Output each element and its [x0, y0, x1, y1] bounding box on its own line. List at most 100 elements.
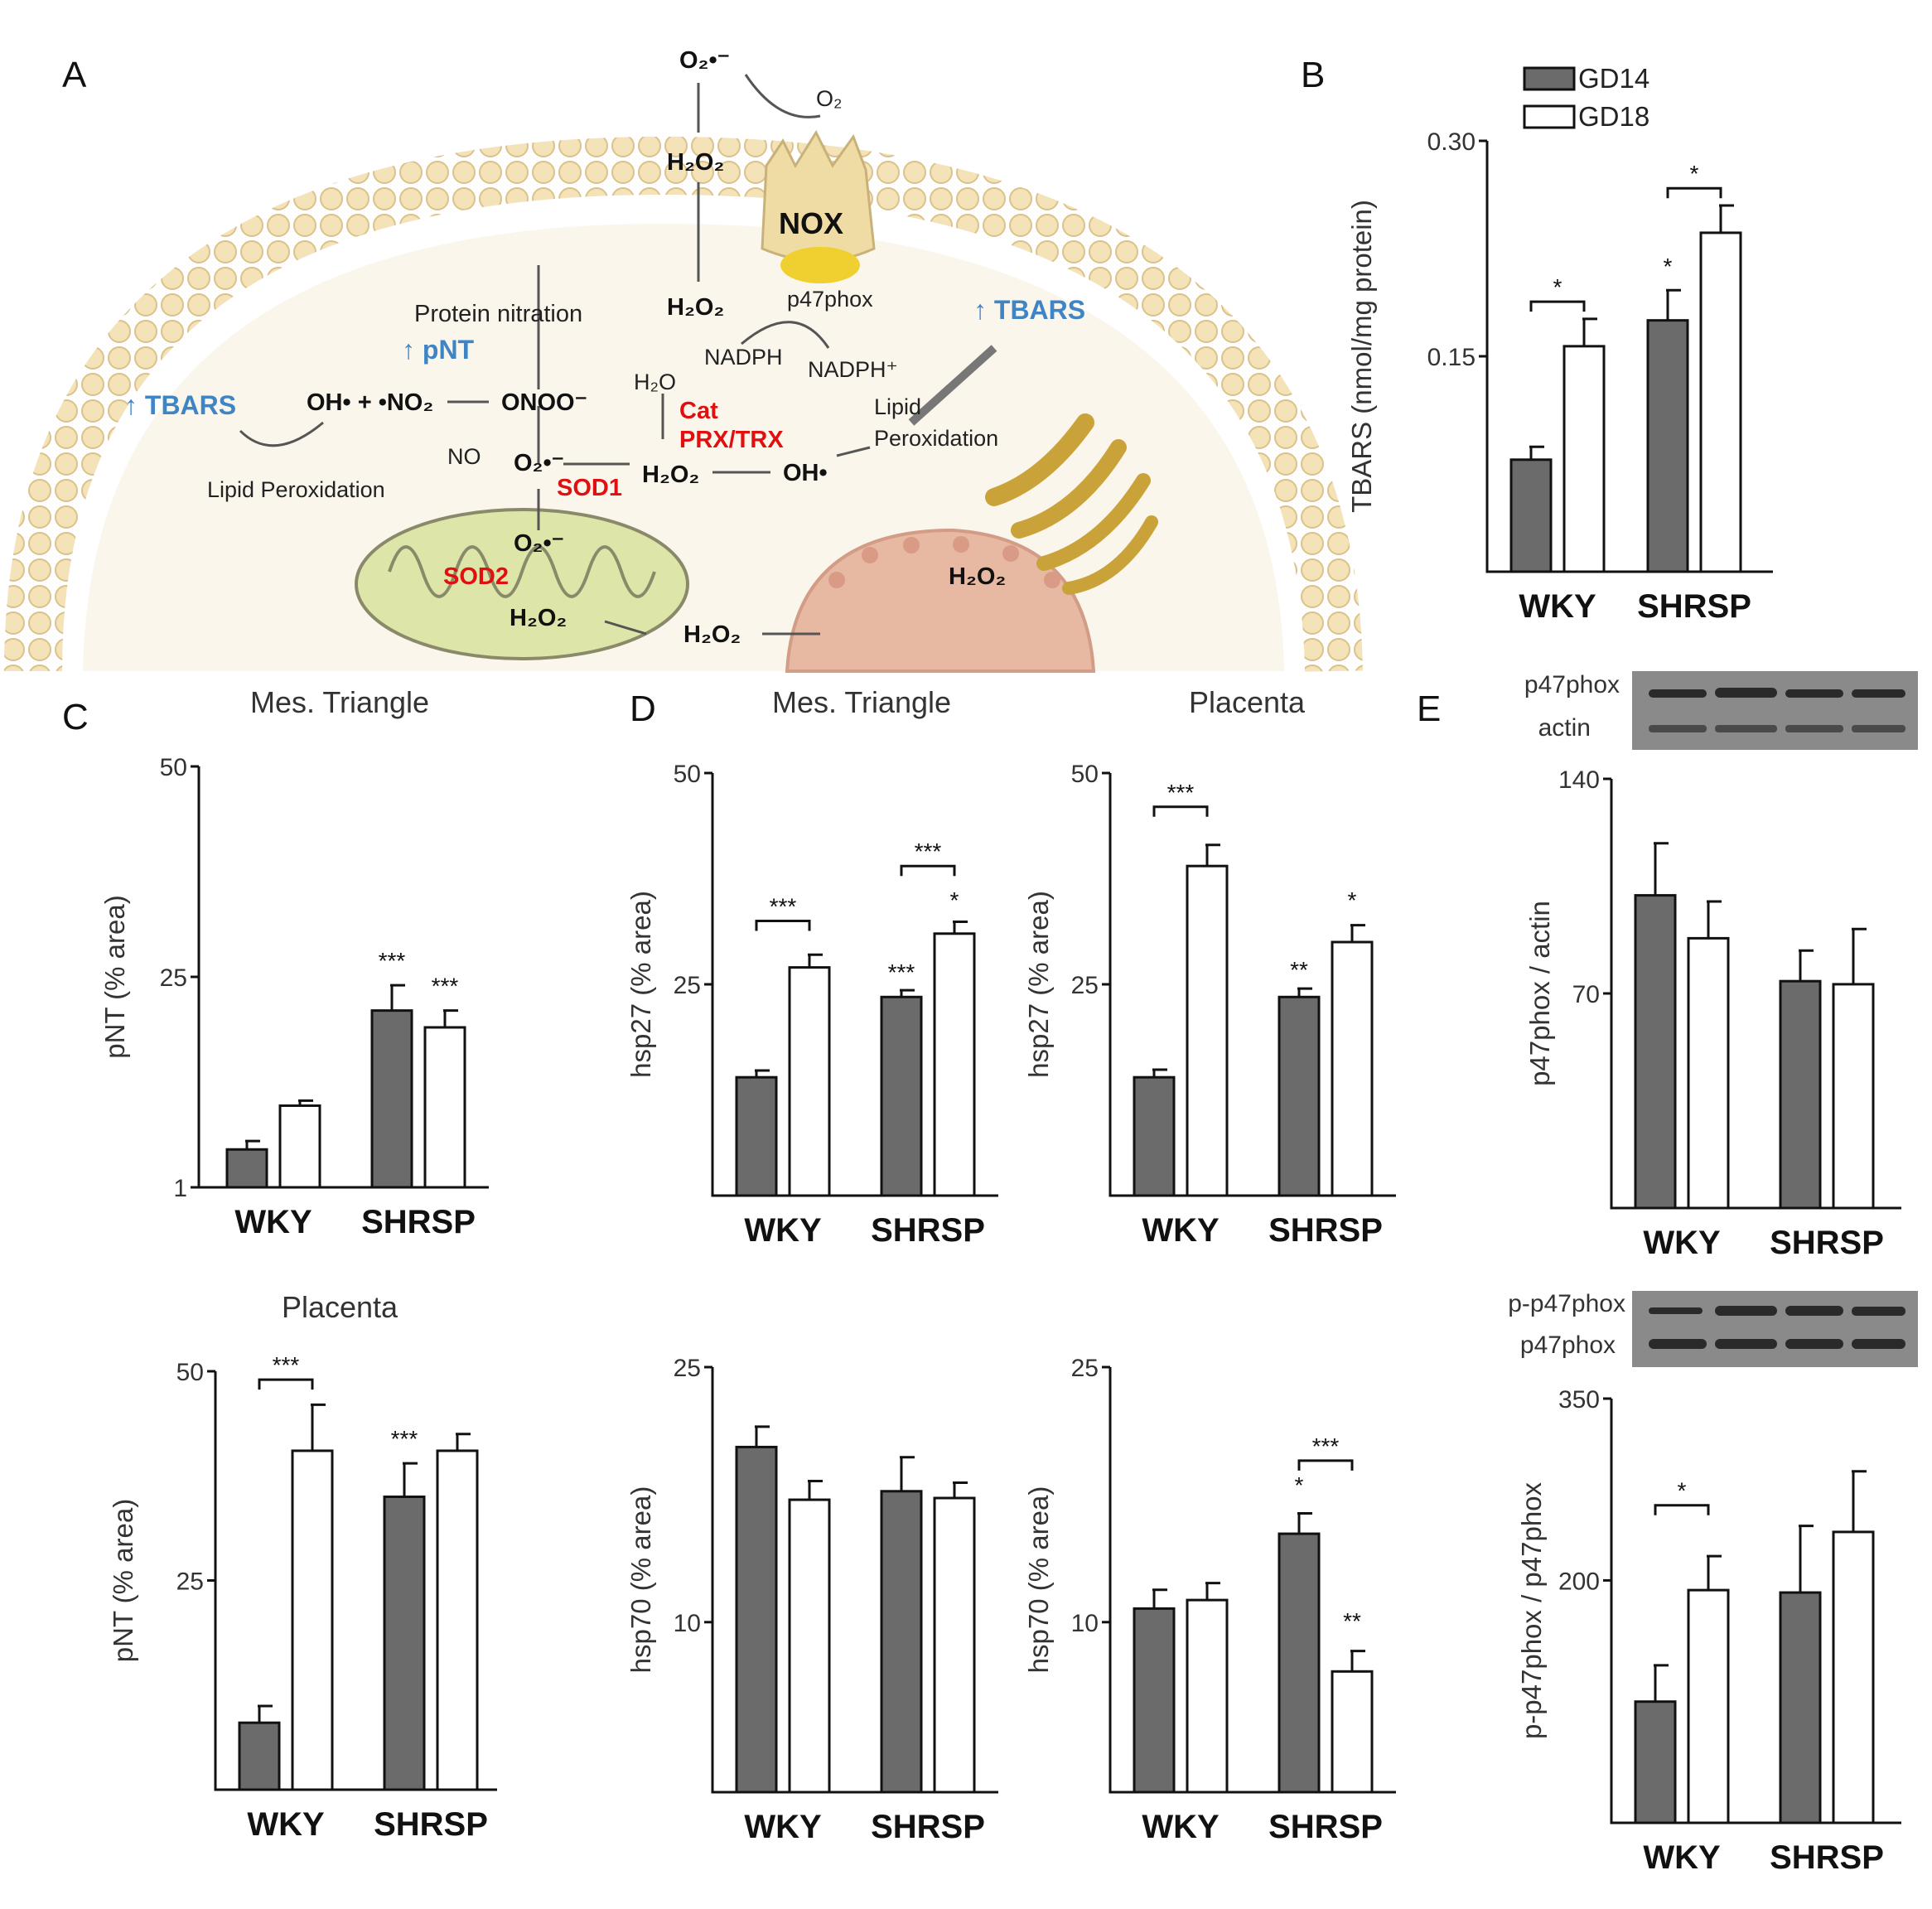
ytick-label: 25	[674, 1355, 701, 1382]
diag-o2-top: O₂	[816, 86, 842, 111]
ytick-label: 1	[173, 1175, 187, 1202]
error-bar	[1799, 949, 1814, 982]
ytick-label: 25	[1071, 1355, 1099, 1382]
cell-membrane	[4, 136, 1363, 672]
bar-gd14-wky	[225, 1148, 268, 1189]
golgi-apparatus	[985, 413, 1158, 595]
bar-gd14-shrsp	[880, 995, 923, 1197]
category-label-wky: WKY	[1142, 1809, 1220, 1845]
ytick-label: 0.30	[1427, 128, 1476, 156]
error-bar	[1719, 204, 1734, 233]
bar-gd18-shrsp	[1832, 1530, 1875, 1824]
error-bar	[1297, 1511, 1312, 1534]
category-label-wky: WKY	[247, 1806, 325, 1843]
category-label-shrsp: SHRSP	[1770, 1839, 1884, 1876]
significance-star: *	[950, 887, 959, 913]
error-bar	[1852, 927, 1867, 984]
significance-star: *	[1664, 254, 1673, 279]
bar-gd18-wky	[1687, 936, 1730, 1210]
y-axis-label: hsp70 (% area)	[625, 1486, 656, 1674]
blot-top: p47phox actin	[1524, 671, 1918, 750]
category-label-shrsp: SHRSP	[1268, 1212, 1383, 1249]
significance-star: *	[1295, 1472, 1304, 1498]
ytick-label: 10	[1071, 1610, 1099, 1637]
legend-swatch-gd14	[1523, 66, 1576, 91]
significance-label: ***	[1167, 780, 1195, 805]
y-axis-label: p-p47phox / p47phox	[1516, 1481, 1547, 1739]
diag-h2o2-er: H₂O₂	[949, 563, 1006, 590]
bar-gd18-wky	[1186, 864, 1229, 1197]
error-bar	[1654, 1664, 1669, 1702]
error-bar	[1152, 1068, 1167, 1078]
ytick-label: 25	[160, 964, 187, 992]
error-bar	[1350, 924, 1365, 942]
ytick-label: 25	[176, 1568, 204, 1596]
diag-oh-no2: OH• + •NO₂	[307, 389, 433, 416]
diag-cat: Cat	[679, 398, 718, 424]
ytick-label: 200	[1558, 1568, 1600, 1595]
significance-star: ***	[888, 959, 915, 985]
category-label-shrsp: SHRSP	[361, 1204, 476, 1240]
bar-gd18-shrsp	[933, 932, 976, 1197]
blot-bottom-image	[1632, 1291, 1918, 1367]
legend-label-gd18: GD18	[1578, 101, 1649, 132]
significance-bracket	[1654, 1504, 1710, 1515]
ytick-label: 350	[1558, 1386, 1600, 1414]
panel-a-diagram: O₂•⁻ O₂ H₂O₂ NOX H₂O₂ p47phox NADPH NADP…	[4, 47, 1363, 673]
diag-o2-radical-mid: O₂•⁻	[514, 450, 564, 476]
significance-bracket	[258, 1378, 314, 1390]
category-label-wky: WKY	[1643, 1225, 1721, 1261]
diag-pnt: ↑ pNT	[402, 335, 475, 365]
bar-gd14-shrsp	[383, 1496, 426, 1791]
category-label-shrsp: SHRSP	[1770, 1225, 1884, 1261]
error-bar	[1205, 843, 1220, 867]
ytick-label: 140	[1558, 766, 1600, 794]
diag-lipid-peroxidation: Lipid Peroxidation	[207, 477, 385, 502]
error-bar	[1350, 1650, 1365, 1672]
blot-bottom-label-1: p-p47phox	[1508, 1290, 1625, 1317]
bar-gd18-wky	[1563, 345, 1606, 573]
diag-lipid: Lipid	[874, 394, 921, 419]
error-bar	[403, 1462, 418, 1497]
error-bar	[1707, 900, 1722, 939]
ytick-label: 70	[1572, 981, 1600, 1008]
error-bar	[1852, 1470, 1867, 1532]
diag-oh: OH•	[783, 460, 828, 486]
y-axis-label: hsp27 (% area)	[625, 891, 656, 1078]
blot-bottom-label-2: p47phox	[1520, 1331, 1616, 1359]
bar-gd18-shrsp	[1331, 940, 1374, 1197]
diag-protein-nitration: Protein nitration	[414, 301, 582, 327]
ytick-label: 0.15	[1427, 344, 1476, 371]
significance-bracket	[1152, 805, 1209, 817]
category-label-wky: WKY	[1643, 1839, 1721, 1876]
significance-label: ***	[915, 839, 942, 864]
diag-onoo: ONOO⁻	[501, 389, 587, 416]
category-label-shrsp: SHRSP	[871, 1212, 985, 1249]
category-label-wky: WKY	[744, 1212, 822, 1249]
bar-gd14-wky	[1634, 1700, 1677, 1824]
bar-gd18-shrsp	[1331, 1670, 1374, 1794]
pathway-arrows	[239, 74, 871, 636]
diag-tbars-right: ↑ TBARS	[973, 295, 1085, 325]
y-axis-label: TBARS (nmol/mg protein)	[1346, 200, 1377, 513]
bar-gd14-shrsp	[1278, 995, 1321, 1197]
error-bar	[1654, 842, 1669, 896]
blot-top-label-2: actin	[1538, 714, 1591, 742]
bar-gd14-shrsp	[370, 1009, 413, 1189]
bar-gd14-wky	[238, 1721, 281, 1791]
bar-gd18-shrsp	[1699, 231, 1742, 573]
significance-bracket	[1666, 186, 1722, 199]
diag-prx-trx: PRX/TRX	[679, 427, 784, 453]
category-label-wky: WKY	[1142, 1212, 1220, 1249]
error-bar	[1799, 1525, 1814, 1593]
diag-peroxidation: Peroxidation	[874, 426, 998, 451]
error-bar	[953, 921, 968, 934]
error-bar	[258, 1704, 273, 1723]
error-bar	[1666, 288, 1681, 321]
chart-title: Placenta	[1189, 685, 1306, 719]
error-bar	[443, 1009, 458, 1027]
error-bar	[1529, 445, 1544, 460]
